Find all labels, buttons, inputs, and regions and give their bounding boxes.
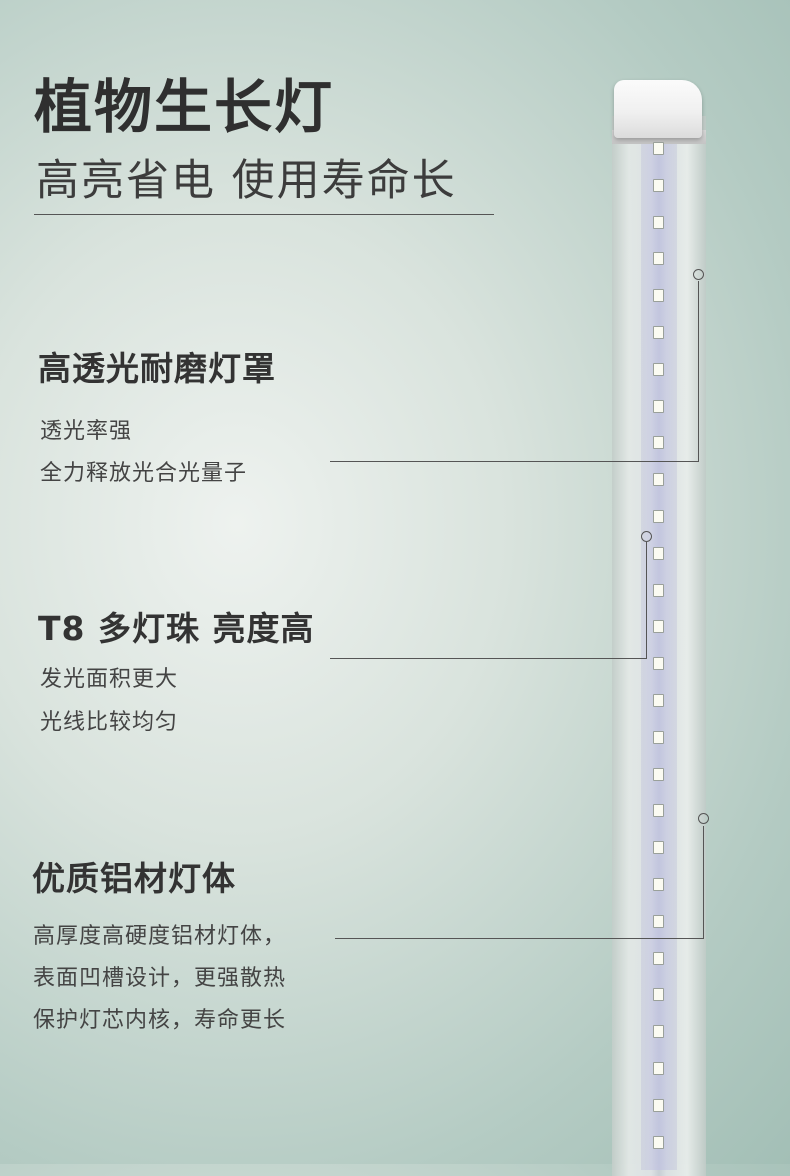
led-bead	[653, 1099, 664, 1112]
led-bead	[653, 731, 664, 744]
led-bead	[653, 363, 664, 376]
led-bead	[653, 289, 664, 302]
leader-line	[646, 542, 647, 659]
led-bead	[653, 252, 664, 265]
led-bead	[653, 1136, 664, 1149]
led-bead	[653, 878, 664, 891]
led-bead	[653, 473, 664, 486]
led-bead	[653, 952, 664, 965]
led-bead	[653, 436, 664, 449]
page-subtitle: 高亮省电 使用寿命长	[36, 156, 457, 206]
led-bead	[653, 1025, 664, 1038]
led-bead	[653, 326, 664, 339]
callout-marker	[698, 813, 709, 824]
led-bead	[653, 620, 664, 633]
section-heading-aluminum-body: 优质铝材灯体	[32, 859, 236, 898]
led-bead	[653, 510, 664, 523]
leader-line	[330, 658, 647, 659]
section-text-line: 全力释放光合光量子	[40, 461, 248, 486]
led-bead	[653, 547, 664, 560]
leader-line	[703, 826, 704, 939]
led-bead	[653, 988, 664, 1001]
callout-marker	[641, 531, 652, 542]
led-bead	[653, 179, 664, 192]
leader-line	[335, 938, 704, 939]
leader-line	[698, 281, 699, 462]
section-text-line: 高厚度高硬度铝材灯体，	[33, 924, 287, 949]
leader-line	[330, 461, 699, 462]
led-bead	[653, 584, 664, 597]
led-bead	[653, 915, 664, 928]
section-text-line: 表面凹槽设计，更强散热	[33, 966, 287, 991]
led-bead	[653, 804, 664, 817]
led-bead	[653, 142, 664, 155]
section-text-line: 保护灯芯内核，寿命更长	[33, 1008, 287, 1033]
led-bead	[653, 216, 664, 229]
callout-marker	[693, 269, 704, 280]
section-text-line: 透光率强	[40, 419, 133, 444]
tube-endcap	[614, 80, 702, 138]
section-heading-led-beads: T8 多灯珠 亮度高	[38, 609, 315, 648]
led-bead	[653, 694, 664, 707]
section-heading-lampshade: 高透光耐磨灯罩	[38, 349, 276, 388]
led-bead	[653, 841, 664, 854]
page-title: 植物生长灯	[34, 73, 335, 141]
section-text-line: 光线比较均匀	[40, 710, 179, 735]
led-bead	[653, 657, 664, 670]
section-text-line: 发光面积更大	[40, 667, 179, 692]
led-bead	[653, 400, 664, 413]
led-bead	[653, 768, 664, 781]
title-divider	[34, 214, 494, 215]
led-bead	[653, 1062, 664, 1075]
